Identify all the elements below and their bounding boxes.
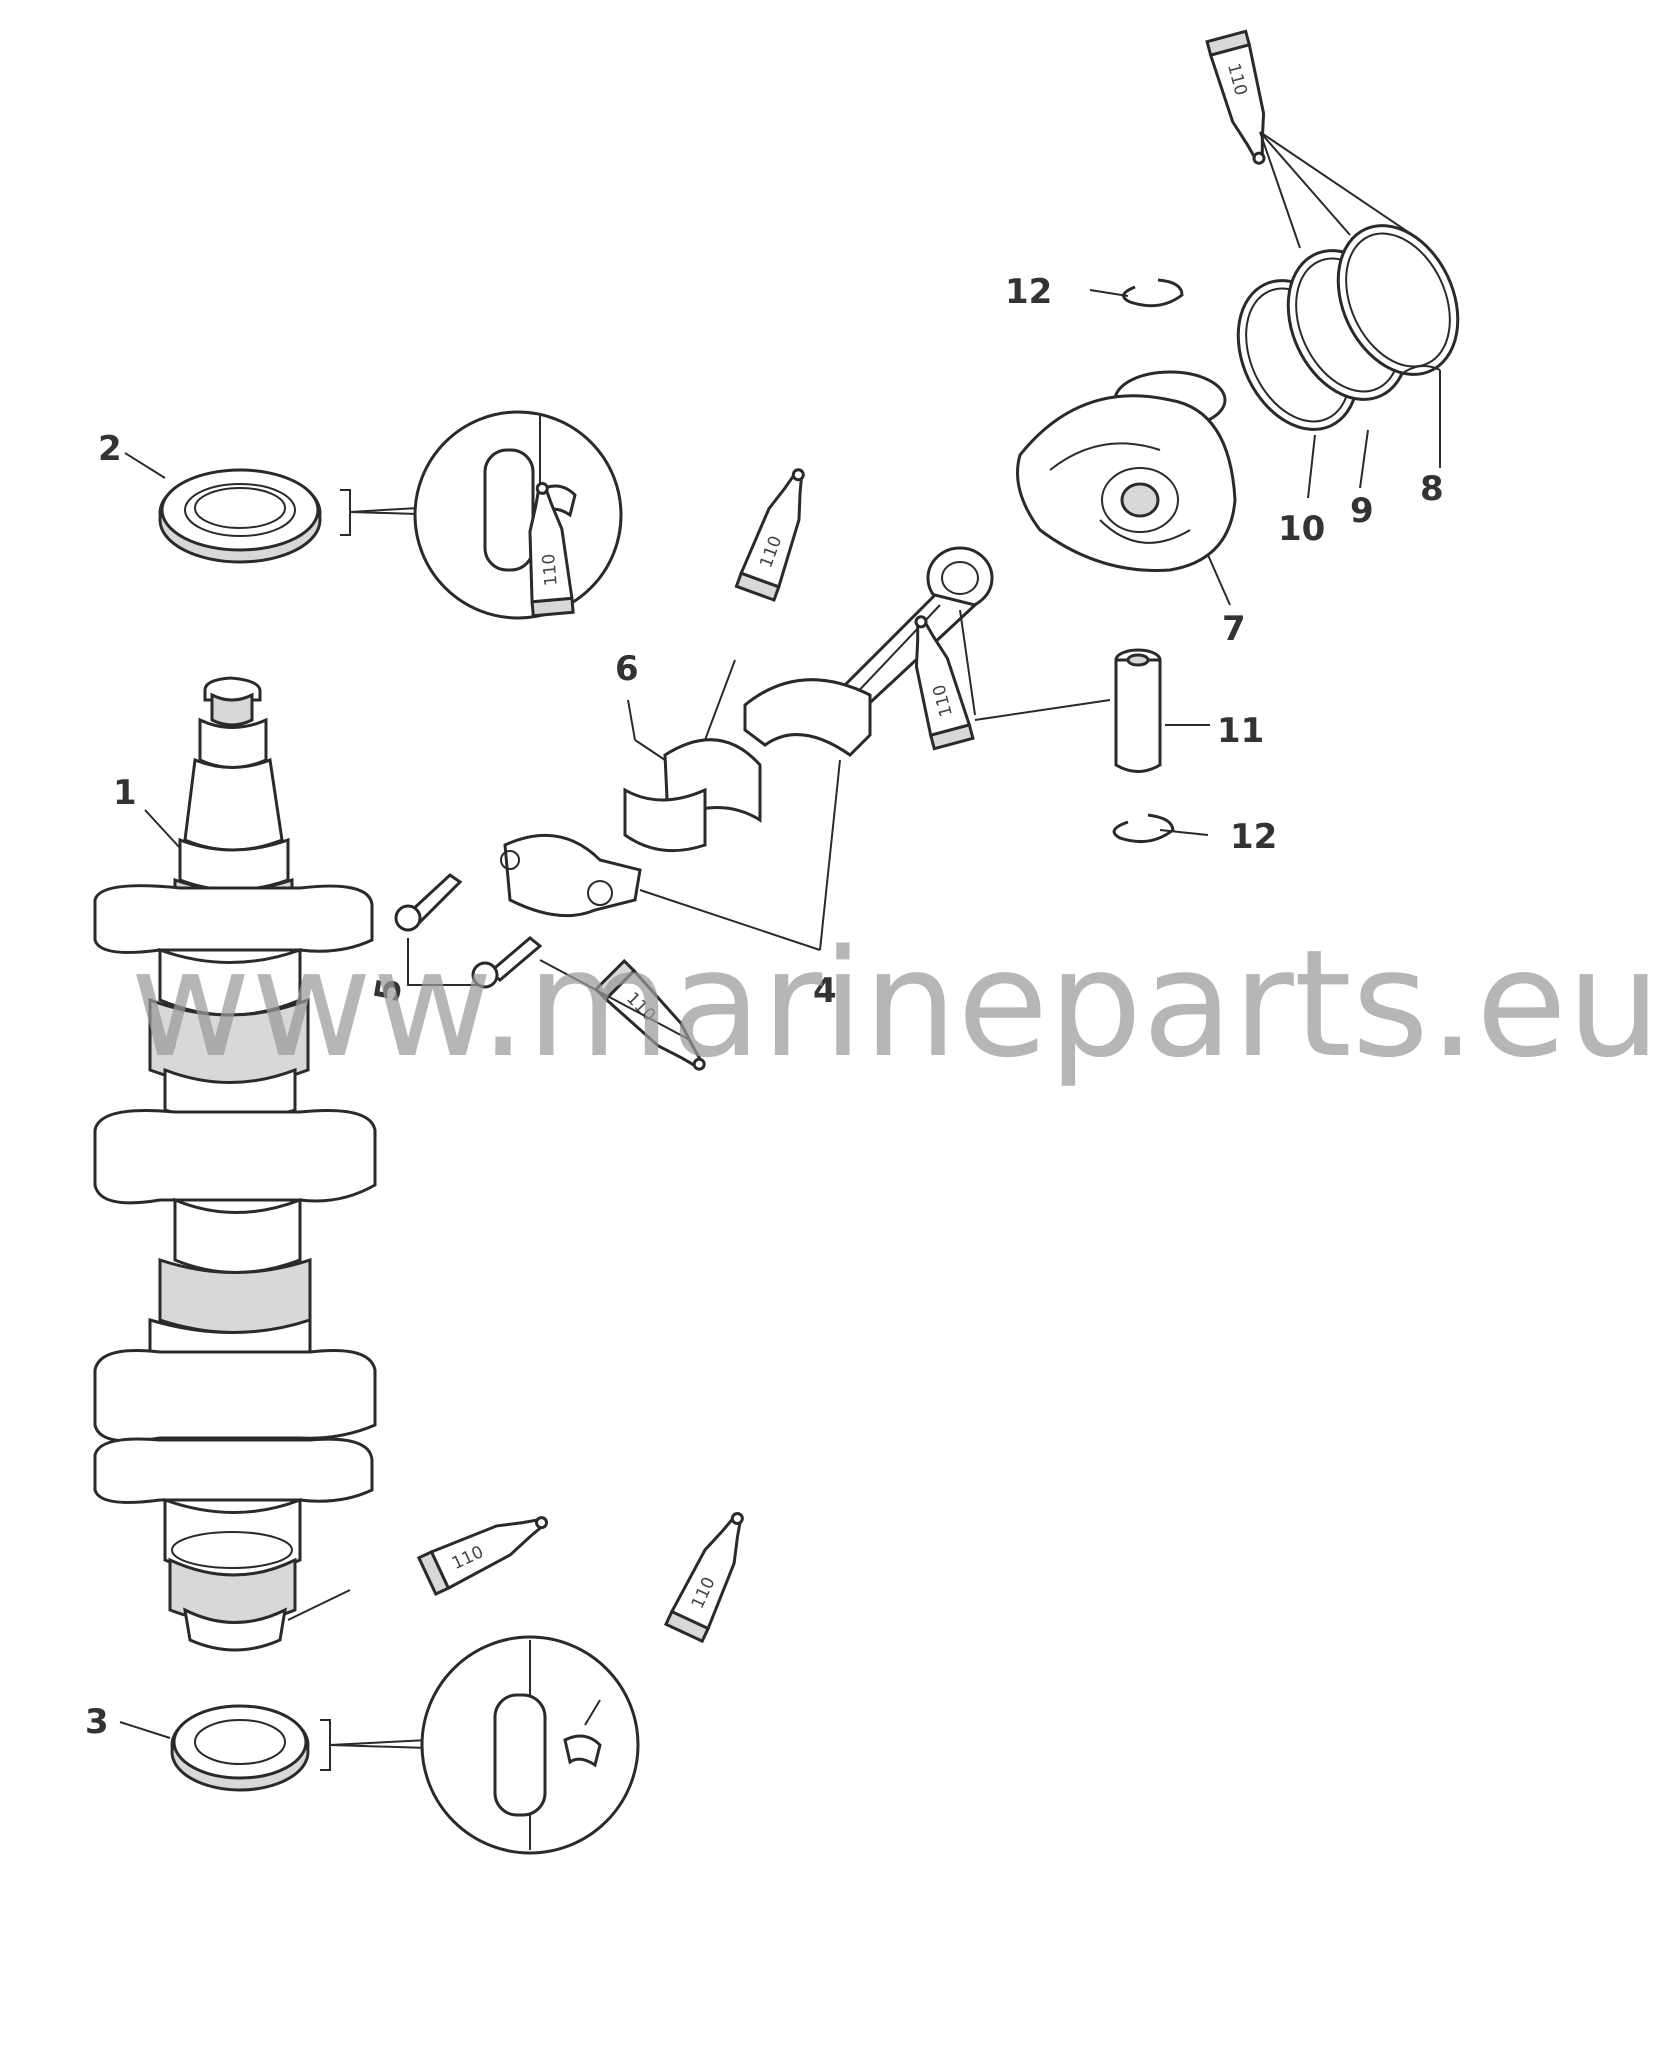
sealant-tube-rings: 110 (1205, 29, 1266, 165)
rod-bolts-5 (394, 873, 543, 989)
seal-2 (158, 468, 419, 564)
seal-3 (170, 1704, 429, 1792)
callout-12-top: 12 (1005, 272, 1052, 312)
sealant-tube-bearing: 110 (734, 468, 805, 602)
callout-1: 1 (113, 773, 137, 813)
callout-6: 6 (615, 649, 639, 689)
crankshaft (93, 676, 377, 1652)
detail-circle-top (413, 410, 623, 620)
piston-rings (1236, 224, 1460, 431)
sealant-label: 110 (539, 553, 562, 587)
callout-8: 8 (1420, 469, 1444, 509)
callout-3: 3 (85, 1702, 109, 1742)
callout-4: 4 (813, 971, 837, 1011)
callout-10: 10 (1278, 509, 1325, 549)
sealant-tube-seal-bottom: 110 (663, 1511, 744, 1644)
callout-12-bottom: 12 (1230, 817, 1277, 857)
leader-lines (119, 131, 1441, 1739)
callout-11: 11 (1217, 711, 1264, 751)
sealant-tube-crank: 110 (416, 1516, 549, 1597)
retaining-clip-bottom (1112, 813, 1175, 844)
watermark: www.marineparts.eu (130, 918, 1661, 1090)
callout-labels: 1 2 3 4 5 6 7 8 9 10 11 12 12 (85, 272, 1444, 1742)
callout-9: 9 (1350, 491, 1374, 531)
wrist-pin-11 (1114, 648, 1162, 773)
retaining-clip-top (1122, 278, 1184, 308)
bearing-shell-6 (623, 738, 762, 853)
callout-7: 7 (1222, 609, 1246, 649)
rod-cap-4 (500, 833, 642, 918)
detail-circle-bottom (420, 1635, 640, 1855)
callout-2: 2 (98, 429, 122, 469)
piston-7 (1016, 370, 1237, 572)
sealant-tube-seal-top: 110 (528, 481, 575, 618)
sealant-tube-pin: 110 (914, 615, 975, 751)
connecting-rod (743, 546, 994, 757)
